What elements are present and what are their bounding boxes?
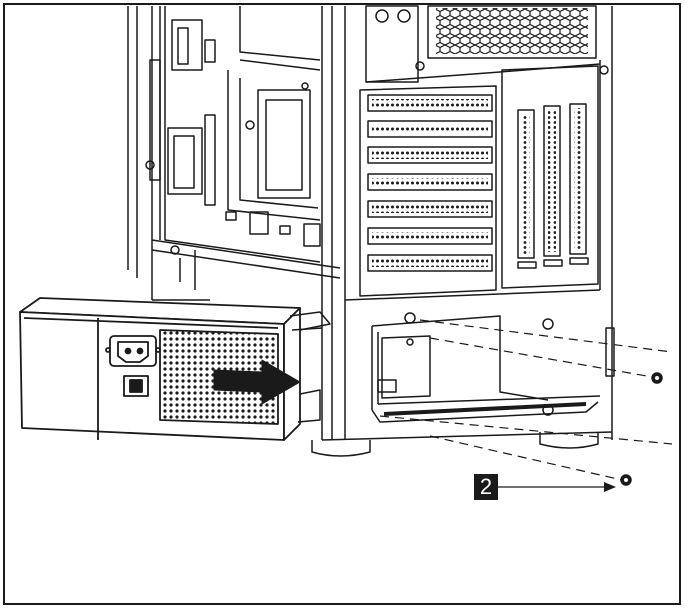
arrow-right-icon [213,359,301,405]
step-leader-line [498,482,616,492]
step-number-badge: 2 [474,474,498,500]
psu-bay [344,312,601,440]
expansion-slot-covers [359,85,497,297]
screw-icon [620,474,632,486]
screw-icon [651,372,663,384]
alignment-lines [379,319,673,481]
case-rear-panel [311,5,615,457]
diagram-border [3,3,681,605]
power-supply-unit [19,297,301,441]
psu-cables [289,311,331,423]
case-feet [311,432,599,457]
case-interior [127,6,341,301]
vertical-slot-covers [501,65,599,289]
